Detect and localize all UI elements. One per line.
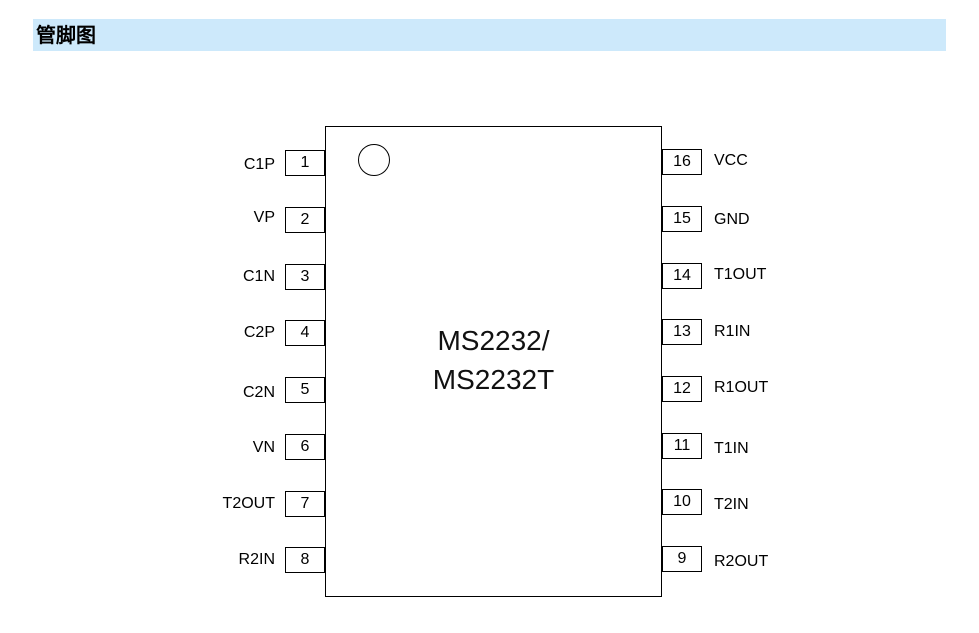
pin-number-right: 15: [662, 206, 702, 232]
pin-name-left: C2N: [242, 384, 275, 401]
section-header: 管脚图: [33, 19, 946, 51]
chip-name-line1: MS2232/: [437, 325, 550, 356]
pin-number-left: 7: [285, 491, 325, 517]
pin-name-left: C1P: [243, 156, 275, 173]
pin-number-right: 10: [662, 489, 702, 515]
pin-name-right: T1OUT: [714, 266, 767, 283]
pin-number-left: 4: [285, 320, 325, 346]
pin-name-right: T1IN: [714, 440, 749, 457]
pin-number-left: 1: [285, 150, 325, 176]
pin-number-left: 3: [285, 264, 325, 290]
pin-name-left: C2P: [243, 324, 275, 341]
pin-number-left: 8: [285, 547, 325, 573]
pin-name-left: R2IN: [238, 551, 275, 568]
pin-number-right: 12: [662, 376, 702, 402]
chip-body: [325, 126, 662, 597]
pin-number-right: 13: [662, 319, 702, 345]
pin-name-left: VP: [253, 209, 275, 226]
pin-name-right: VCC: [714, 152, 748, 169]
pin-number-left: 6: [285, 434, 325, 460]
pin-number-right: 16: [662, 149, 702, 175]
chip-name-line2: MS2232T: [432, 364, 555, 395]
pin-number-right: 11: [662, 433, 702, 459]
pin-number-right: 9: [662, 546, 702, 572]
pin-name-right: R1OUT: [714, 379, 769, 396]
pin-name-right: T2IN: [714, 496, 749, 513]
pin-name-left: VN: [252, 439, 275, 456]
pin-name-left: C1N: [242, 268, 275, 285]
pin-name-right: GND: [714, 211, 750, 228]
pin-name-right: R1IN: [714, 323, 751, 340]
pin-number-right: 14: [662, 263, 702, 289]
pin-number-left: 5: [285, 377, 325, 403]
pin-name-right: R2OUT: [714, 553, 769, 570]
section-title: 管脚图: [36, 23, 96, 47]
pin-number-left: 2: [285, 207, 325, 233]
pin-name-left: T2OUT: [222, 495, 275, 512]
pin1-marker-icon: [358, 144, 390, 176]
